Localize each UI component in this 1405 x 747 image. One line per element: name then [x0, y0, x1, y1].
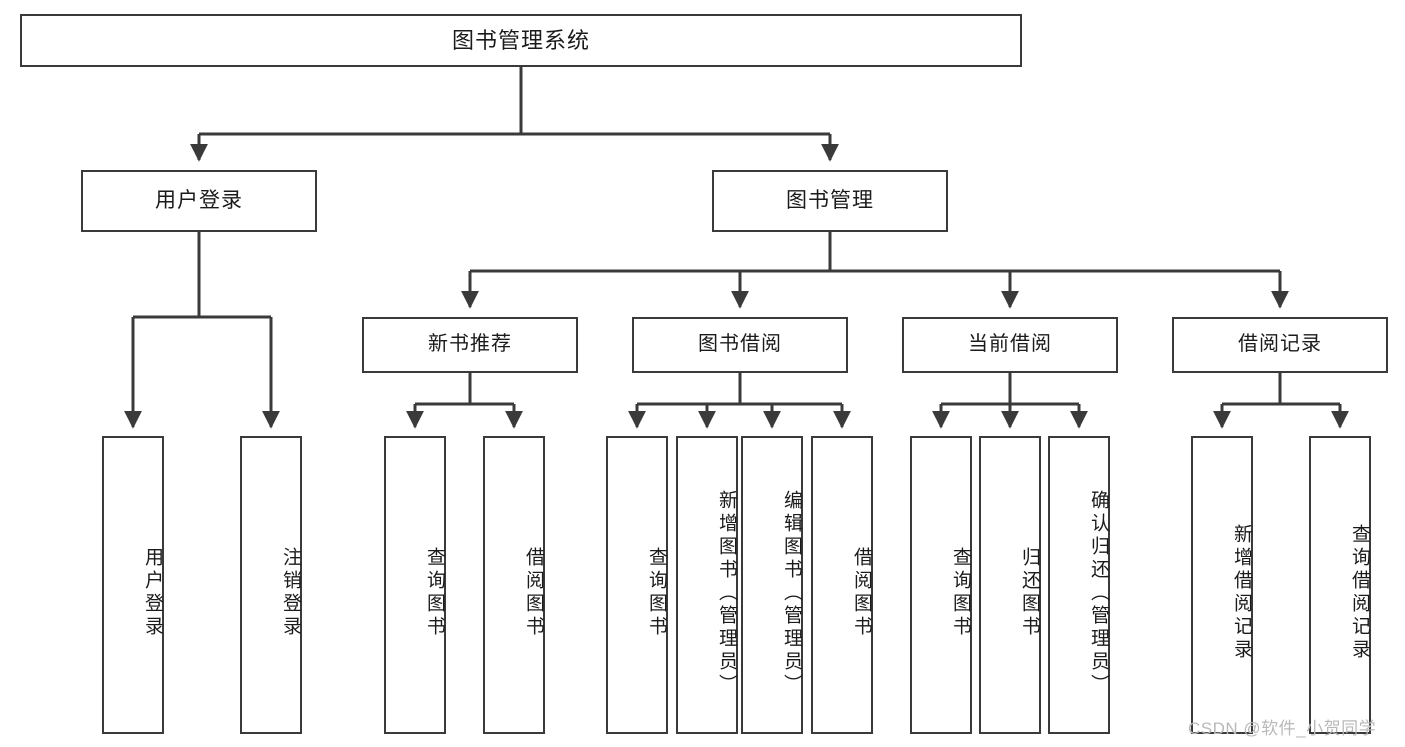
leaf-new-book-query[interactable]: 查询图书: [384, 436, 446, 734]
csdn-watermark: CSDN @软件_小贺同学: [1188, 719, 1377, 738]
node-current-borrow[interactable]: 当前借阅: [902, 317, 1118, 373]
node-borrow-record[interactable]: 借阅记录: [1172, 317, 1388, 373]
node-book-management[interactable]: 图书管理: [712, 170, 948, 232]
leaf-book-borrow-lend[interactable]: 借阅图书: [811, 436, 873, 734]
leaf-current-borrow-return[interactable]: 归还图书: [979, 436, 1041, 734]
leaf-new-book-borrow[interactable]: 借阅图书: [483, 436, 545, 734]
node-user-login[interactable]: 用户登录: [81, 170, 317, 232]
leaf-book-borrow-edit[interactable]: 编辑图书（管理员）: [741, 436, 803, 734]
node-root-system[interactable]: 图书管理系统: [20, 14, 1022, 67]
leaf-user-login-signout[interactable]: 注销登录: [240, 436, 302, 734]
node-new-book-recommend[interactable]: 新书推荐: [362, 317, 578, 373]
leaf-user-login-signin[interactable]: 用户登录: [102, 436, 164, 734]
leaf-borrow-record-add[interactable]: 新增借阅记录: [1191, 436, 1253, 734]
leaf-current-borrow-query[interactable]: 查询图书: [910, 436, 972, 734]
leaf-current-borrow-confirm-return[interactable]: 确认归还（管理员）: [1048, 436, 1110, 734]
leaf-book-borrow-query[interactable]: 查询图书: [606, 436, 668, 734]
node-book-borrow[interactable]: 图书借阅: [632, 317, 848, 373]
leaf-book-borrow-add[interactable]: 新增图书（管理员）: [676, 436, 738, 734]
leaf-borrow-record-query[interactable]: 查询借阅记录: [1309, 436, 1371, 734]
